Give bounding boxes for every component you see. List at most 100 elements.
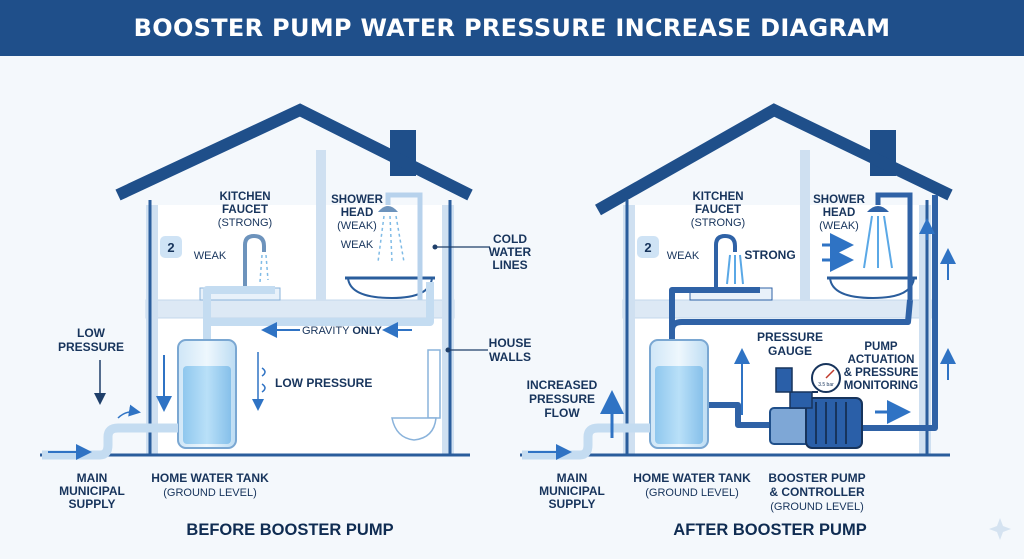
before-left-wall xyxy=(146,205,158,455)
before-faucet xyxy=(243,233,266,288)
after-tank-water xyxy=(655,366,703,444)
before-kitchen-flow: WEAK xyxy=(194,250,227,262)
before-pipe-kitchen xyxy=(203,286,275,345)
before-toilet xyxy=(391,417,437,441)
after-tank-label: HOME WATER TANK xyxy=(633,471,751,485)
before-main-supply: MAIN xyxy=(77,471,108,485)
after-kitchen-label-2: FAUCET xyxy=(695,204,741,216)
before-house: 2 KITCHEN FAUCET (STRONG) WEAK SHOWER HE… xyxy=(40,103,532,539)
after-caption: AFTER BOOSTER PUMP xyxy=(673,521,866,539)
before-pipe-main xyxy=(207,282,434,326)
after-faucet-stream-3 xyxy=(739,254,744,285)
before-low-pressure-tank: LOW PRESSURE xyxy=(275,376,372,390)
after-badge-text: 2 xyxy=(644,240,651,255)
before-shower-label: SHOWER xyxy=(331,194,383,206)
before-cold-water-label-2: WATER xyxy=(489,245,532,259)
after-pipe-riser xyxy=(862,195,938,431)
after-pipe-main xyxy=(669,299,913,331)
after-right-wall xyxy=(919,205,931,455)
pump-controller xyxy=(789,391,813,409)
after-shower-pipe xyxy=(875,192,913,300)
after-shower-label: SHOWER xyxy=(813,194,865,206)
sparkle-icon xyxy=(989,518,1011,540)
after-supply-pipe xyxy=(522,423,650,460)
before-toilet-tank xyxy=(427,349,441,419)
before-low-pressure-label-2: PRESSURE xyxy=(58,340,124,354)
after-main-supply-2: MUNICIPAL xyxy=(539,484,605,498)
before-shower-label-3: (WEAK) xyxy=(337,220,377,232)
before-shower-head xyxy=(378,206,398,212)
before-faucet-drip xyxy=(259,254,263,283)
pump-actuation-label: PUMP xyxy=(864,341,898,353)
after-increased-flow-label: INCREASED xyxy=(527,378,598,392)
booster-pump xyxy=(769,367,863,449)
pressure-gauge-label: PRESSURE xyxy=(757,330,823,344)
before-shower-spray-2 xyxy=(389,215,393,263)
before-badge xyxy=(160,236,182,258)
before-main-supply-3: SUPPLY xyxy=(69,497,116,511)
after-shower-head xyxy=(867,206,889,212)
after-kitchen-label: KITCHEN xyxy=(692,191,743,203)
before-floor xyxy=(145,299,455,319)
after-pipe-tank-pump xyxy=(706,402,780,428)
after-left-wall xyxy=(623,205,635,455)
before-gravity-label: GRAVITY ONLY xyxy=(302,325,383,337)
gauge-reading: 3.5 bar xyxy=(818,382,834,388)
before-cold-water-dot xyxy=(432,244,438,250)
before-shower-flow: WEAK xyxy=(341,239,374,251)
after-center-wall xyxy=(800,150,810,300)
pump-actuation-label-4: MONITORING xyxy=(844,380,919,392)
before-tank-label-2: (GROUND LEVEL) xyxy=(163,487,257,499)
before-roof xyxy=(115,103,473,201)
pressure-gauge-label-2: GAUGE xyxy=(768,344,812,358)
pump-housing-left xyxy=(769,407,811,445)
before-shower-spray-1 xyxy=(377,215,385,263)
pump-actuation-label-2: ACTUATION xyxy=(848,354,915,366)
after-pump-label: BOOSTER PUMP xyxy=(768,471,865,485)
after-pump-label-2: & CONTROLLER xyxy=(769,485,865,499)
before-shower-pipe xyxy=(385,192,423,300)
before-faucet-drip2 xyxy=(265,254,269,281)
after-house: 2 KITCHEN FAUCET (STRONG) WEAK STRONG SH… xyxy=(520,103,956,539)
title-bar: BOOSTER PUMP WATER PRESSURE INCREASE DIA… xyxy=(0,0,1024,56)
after-increased-flow-label-3: FLOW xyxy=(544,406,580,420)
before-walls-dot xyxy=(445,347,451,353)
after-pump-label-3: (GROUND LEVEL) xyxy=(770,501,864,513)
after-tank-label-2: (GROUND LEVEL) xyxy=(645,487,739,499)
before-cold-water-label-3: LINES xyxy=(492,258,527,272)
pump-actuation-label-3: & PRESSURE xyxy=(844,367,919,379)
before-bracket xyxy=(261,367,266,393)
after-shower-label-2: HEAD xyxy=(823,207,856,219)
page-title: BOOSTER PUMP WATER PRESSURE INCREASE DIA… xyxy=(133,14,891,42)
after-main-supply: MAIN xyxy=(557,471,588,485)
before-right-wall xyxy=(442,205,454,455)
before-kitchen-label-2: FAUCET xyxy=(222,204,268,216)
before-walls-label: HOUSE xyxy=(489,336,532,350)
pressure-switch xyxy=(775,367,793,393)
before-main-supply-2: MUNICIPAL xyxy=(59,484,125,498)
after-faucet-stream-1 xyxy=(726,254,731,285)
before-walls-label-2: WALLS xyxy=(489,350,531,364)
before-kitchen-label: KITCHEN xyxy=(219,191,270,203)
before-center-wall xyxy=(316,150,326,300)
after-shower-label-3: (WEAK) xyxy=(819,220,859,232)
before-gravity-only: ONLY xyxy=(352,325,382,337)
before-badge-text: 2 xyxy=(167,240,174,255)
before-supply-pipe xyxy=(42,423,178,460)
before-shower-label-2: HEAD xyxy=(341,207,374,219)
before-cold-water-label: COLD xyxy=(493,232,527,246)
after-badge xyxy=(637,236,659,258)
after-increased-flow-label-2: PRESSURE xyxy=(529,392,595,406)
before-gravity-word: GRAVITY xyxy=(302,325,352,337)
before-tank-water xyxy=(183,366,231,444)
after-shower-spray-3 xyxy=(883,215,893,269)
after-shower-spray-1 xyxy=(863,215,873,269)
before-kitchen-label-3: (STRONG) xyxy=(218,217,272,229)
before-supply-curve-arrow xyxy=(117,404,141,419)
after-kitchen-flow-right: STRONG xyxy=(744,248,795,262)
pump-motor xyxy=(805,397,863,449)
after-faucet xyxy=(714,233,737,288)
after-kitchen-flow-left: WEAK xyxy=(667,250,700,262)
gauge-needle xyxy=(825,369,835,379)
